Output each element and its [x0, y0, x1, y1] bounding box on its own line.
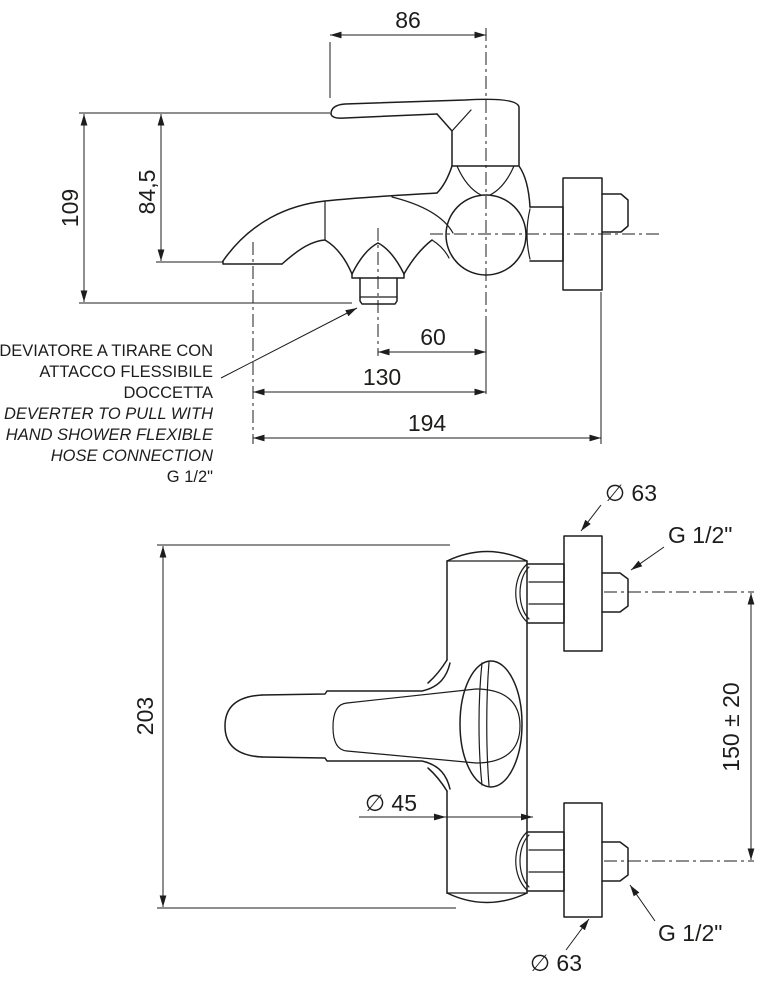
dim-text-194: 194	[408, 410, 447, 436]
note-it-line1: DEVIATORE A TIRARE CON	[0, 342, 213, 360]
side-neck-left-transition	[436, 165, 453, 194]
diverter-note: DEVIATORE A TIRARE CON ATTACCO FLESSIBIL…	[0, 307, 358, 486]
front-body-bottom-cap	[446, 892, 528, 904]
front-body-top-cap	[446, 550, 528, 562]
front-rosette-band-left	[478, 662, 483, 786]
side-neck-right-transition	[518, 165, 531, 208]
front-handle-outer-top	[261, 662, 451, 696]
leader-flange-bottom	[565, 918, 590, 951]
side-lever-neck-joint	[436, 113, 453, 167]
front-bottom-flange	[563, 802, 603, 918]
side-diverter-boss-right	[377, 242, 405, 275]
front-handle-shoulder-top	[427, 659, 448, 684]
front-bottom-nut	[526, 831, 565, 892]
side-body-sweep	[391, 196, 454, 234]
front-rosette-outer	[459, 660, 523, 788]
side-neck-inner-arc-left	[456, 165, 482, 196]
label-flange-top: ∅ 63	[605, 480, 657, 506]
side-underside-arc2	[324, 239, 353, 275]
front-top-nut	[526, 563, 565, 624]
front-rosette-band-right	[486, 661, 490, 787]
label-thread-bottom: G 1/2"	[658, 920, 722, 946]
front-top-flange	[563, 535, 603, 652]
note-en-line2: HAND SHOWER FLEXIBLE	[6, 426, 214, 444]
side-spout-top	[222, 192, 438, 262]
side-diverter-boss-left	[351, 242, 379, 275]
note-en-line3: HOSE CONNECTION	[51, 447, 213, 465]
front-bottom-nut-flats	[528, 849, 565, 873]
note-it-line3: DOCCETTA	[123, 384, 213, 402]
leader-thread-bottom	[629, 884, 656, 922]
note-it-line2: ATTACCO FLESSIBILE	[39, 363, 213, 381]
side-wall-nipple	[601, 193, 629, 233]
dim-45-arrow-right	[521, 813, 533, 821]
dim-text-45: ∅ 45	[365, 790, 417, 816]
front-handle-inner-top	[346, 688, 477, 704]
front-handle-end-cap	[475, 688, 521, 764]
front-top-nut-spherical-back	[515, 563, 530, 623]
front-top-nut-flats	[528, 581, 565, 605]
side-underside-arc1	[281, 239, 326, 265]
front-handle-inner-cap	[332, 702, 348, 752]
side-view-dimensions: 86 109 84,5 60 130 194	[57, 7, 602, 444]
front-view	[224, 535, 754, 918]
front-handle-inner-bottom	[346, 750, 477, 764]
dim-text-109: 109	[57, 189, 83, 227]
front-bottom-nut-spherical-back	[515, 831, 530, 891]
label-thread-top: G 1/2"	[668, 522, 732, 548]
side-lever-fold	[451, 109, 472, 132]
note-thread: G 1/2"	[167, 468, 213, 486]
side-underside-arc4	[431, 239, 450, 259]
front-handle-outer-bottom	[261, 756, 451, 790]
front-handle-left-cap	[224, 694, 263, 758]
front-view-dimensions: 203 ∅ 45 150 ± 20 ∅ 63 G 1/2" G 1/2" ∅ 6…	[132, 480, 755, 976]
leader-flange-top	[580, 504, 602, 532]
side-lever-bottom	[330, 113, 438, 119]
dim-text-845: 84,5	[134, 170, 160, 215]
note-leader-line	[220, 307, 358, 379]
side-lever-outline	[330, 98, 520, 166]
label-flange-bottom: ∅ 63	[530, 950, 582, 976]
dim-text-86: 86	[395, 7, 421, 33]
dim-text-203: 203	[132, 697, 158, 735]
leader-thread-top	[630, 546, 665, 571]
dim-text-60: 60	[420, 324, 446, 350]
dim-text-130: 130	[363, 364, 401, 390]
side-view	[222, 28, 660, 444]
front-handle-shoulder-bottom	[427, 767, 448, 792]
dim-text-150: 150 ± 20	[718, 682, 744, 771]
dim-45-arrow-left	[434, 813, 446, 821]
note-en-line1: DEVERTER TO PULL WITH	[4, 405, 213, 423]
side-wall-flange	[562, 177, 603, 291]
side-neck-inner-arc-right	[489, 165, 515, 196]
side-underside-arc3	[403, 239, 433, 275]
